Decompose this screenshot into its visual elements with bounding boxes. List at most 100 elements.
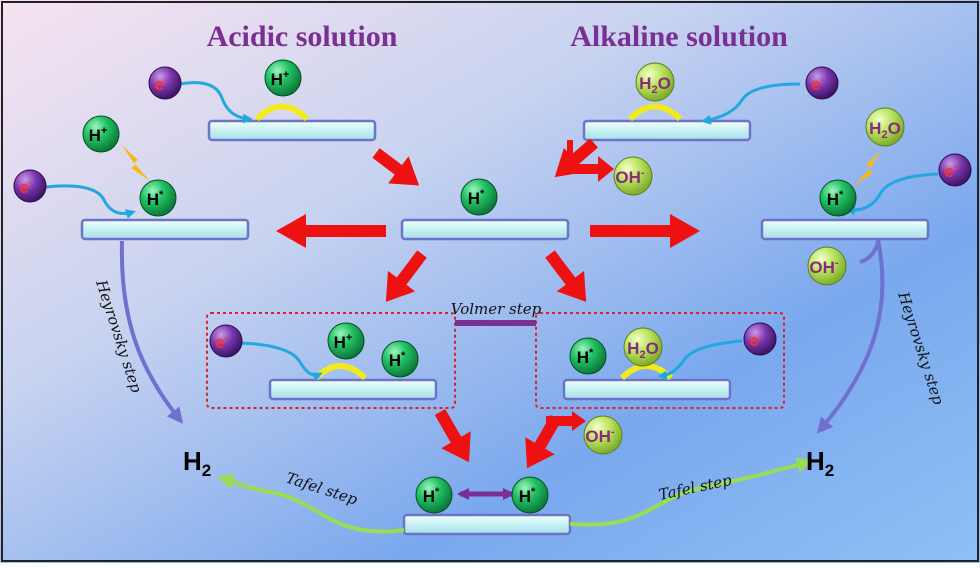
path-e-volmer-acidic xyxy=(239,341,323,382)
svg-text:OH-: OH- xyxy=(585,426,615,446)
svg-text:e-: e- xyxy=(19,177,32,197)
water-alkaline-top: H2O xyxy=(635,62,675,102)
svg-text:e-: e- xyxy=(215,332,228,352)
proton-volmer-acidic: H+ xyxy=(327,322,365,360)
svg-text:e-: e- xyxy=(749,330,762,350)
hstar-volmer-acidic: H* xyxy=(381,340,419,378)
svg-text:e-: e- xyxy=(944,161,957,181)
bolt-alkaline xyxy=(854,150,882,186)
catalyst-slabs xyxy=(80,119,930,536)
arrow-oh-branch-tip xyxy=(570,156,614,182)
hstar-center: H* xyxy=(460,178,498,216)
volmer-box-alkaline xyxy=(535,312,785,409)
alkaline-title: Alkaline solution xyxy=(570,20,788,53)
arrow-volmer-alkaline-to-tafel xyxy=(525,415,562,469)
arrow-center-to-volmer-alkaline xyxy=(545,250,587,302)
adsorbed-hydrogen: H* H* H* H* H* H* H* xyxy=(139,178,857,514)
svg-text:H*: H* xyxy=(827,189,844,209)
svg-text:H2O: H2O xyxy=(639,74,671,96)
acidic-title: Acidic solution xyxy=(207,20,398,53)
slab-volmer-alkaline xyxy=(562,378,732,401)
arrow-acidic-to-center xyxy=(372,148,420,186)
slab-tafel xyxy=(402,513,572,536)
svg-text:H*: H* xyxy=(389,350,406,370)
volmer-box-acidic xyxy=(206,312,456,409)
arrow-center-to-volmer-acidic xyxy=(385,250,427,302)
bridge-alkaline-top xyxy=(627,103,683,122)
path-e-heyrovsky-acidic xyxy=(45,184,136,219)
electrons: e- e- e- e- e- e- xyxy=(13,66,972,358)
svg-text:H*: H* xyxy=(519,486,536,506)
svg-text:H*: H* xyxy=(577,347,594,367)
hstar-tafel-right: H* xyxy=(511,476,549,514)
path-e-alkaline-top xyxy=(701,82,801,125)
proton-heyrovsky-acidic: H+ xyxy=(82,115,120,153)
hydroxide-ions: OH- OH- OH- xyxy=(583,156,847,455)
electron-acidic-top: e- xyxy=(148,66,182,100)
hydroxide-heyrovsky-alkaline: OH- xyxy=(807,246,847,286)
svg-text:OH-: OH- xyxy=(615,167,645,187)
svg-text:H2O: H2O xyxy=(627,339,659,361)
volmer-label: Volmer step xyxy=(451,300,542,318)
electron-heyrovsky-alkaline: e- xyxy=(938,153,972,187)
hstar-tafel-left: H* xyxy=(415,476,453,514)
path-tafel-right xyxy=(569,457,813,527)
svg-text:H2O: H2O xyxy=(869,119,901,141)
path-e-volmer-alkaline xyxy=(657,339,743,381)
arrow-center-to-left xyxy=(276,214,386,248)
electron-heyrovsky-acidic: e- xyxy=(13,169,47,203)
path-heyrovsky-acidic xyxy=(119,240,184,424)
heyrovsky-paths xyxy=(119,239,885,434)
path-tafel-left xyxy=(217,473,405,534)
arrow-oh-bottom-tip xyxy=(572,411,586,431)
electron-paths xyxy=(45,81,939,382)
lightning-bolts xyxy=(122,145,882,186)
arrow-volmer-acidic-to-tafel xyxy=(434,409,471,463)
slab-volmer-acidic xyxy=(268,378,438,401)
tafel-paths xyxy=(217,457,813,534)
electron-volmer-acidic: e- xyxy=(209,324,243,358)
slab-heyrovsky-alkaline xyxy=(760,218,930,241)
svg-text:H+: H+ xyxy=(334,332,353,352)
arrow-center-to-right xyxy=(590,214,700,248)
svg-text:e-: e- xyxy=(811,74,824,94)
slab-center xyxy=(400,218,570,241)
svg-text:H*: H* xyxy=(468,188,485,208)
slab-heyrovsky-acidic xyxy=(80,218,250,241)
water-molecules: H2O H2O H2O xyxy=(623,62,905,367)
hstar-volmer-alkaline: H* xyxy=(569,337,607,375)
arrow-oh-bottom-stem xyxy=(546,416,572,426)
process-arrows xyxy=(276,138,700,469)
hydroxide-center: OH- xyxy=(613,156,653,196)
svg-text:H+: H+ xyxy=(271,69,290,89)
hydroxide-bottom: OH- xyxy=(583,415,623,455)
arrow-alkaline-to-center xyxy=(554,138,598,178)
svg-text:e-: e- xyxy=(154,74,167,94)
path-e-acidic-top xyxy=(179,81,253,124)
volmer-boxes xyxy=(206,312,785,409)
svg-text:H*: H* xyxy=(147,189,164,209)
water-heyrovsky-alkaline: H2O xyxy=(865,107,905,147)
hstar-heyrovsky-alkaline: H* xyxy=(819,179,857,217)
protons: H+ H+ H+ xyxy=(82,59,365,360)
proton-acidic-top: H+ xyxy=(264,59,302,97)
electron-volmer-alkaline: e- xyxy=(743,322,777,356)
path-heyrovsky-alkaline xyxy=(816,239,885,434)
path-e-heyrovsky-alkaline xyxy=(845,172,939,216)
h2-product-acidic: H2 xyxy=(183,446,211,480)
water-volmer-alkaline: H2O xyxy=(623,327,663,367)
electron-alkaline-top: e- xyxy=(805,66,839,100)
svg-text:H+: H+ xyxy=(89,125,108,145)
path-heyrovsky-oh-branch xyxy=(859,241,880,264)
bridge-acidic-top xyxy=(254,103,310,122)
svg-text:OH-: OH- xyxy=(809,257,839,277)
bolt-acidic xyxy=(122,145,150,181)
arrow-oh-branch-stem xyxy=(567,140,573,168)
slab-acidic-top xyxy=(207,119,377,142)
h2-product-alkaline: H2 xyxy=(806,446,834,480)
hstar-heyrovsky-acidic: H* xyxy=(139,179,177,217)
slab-alkaline-top xyxy=(582,119,752,142)
